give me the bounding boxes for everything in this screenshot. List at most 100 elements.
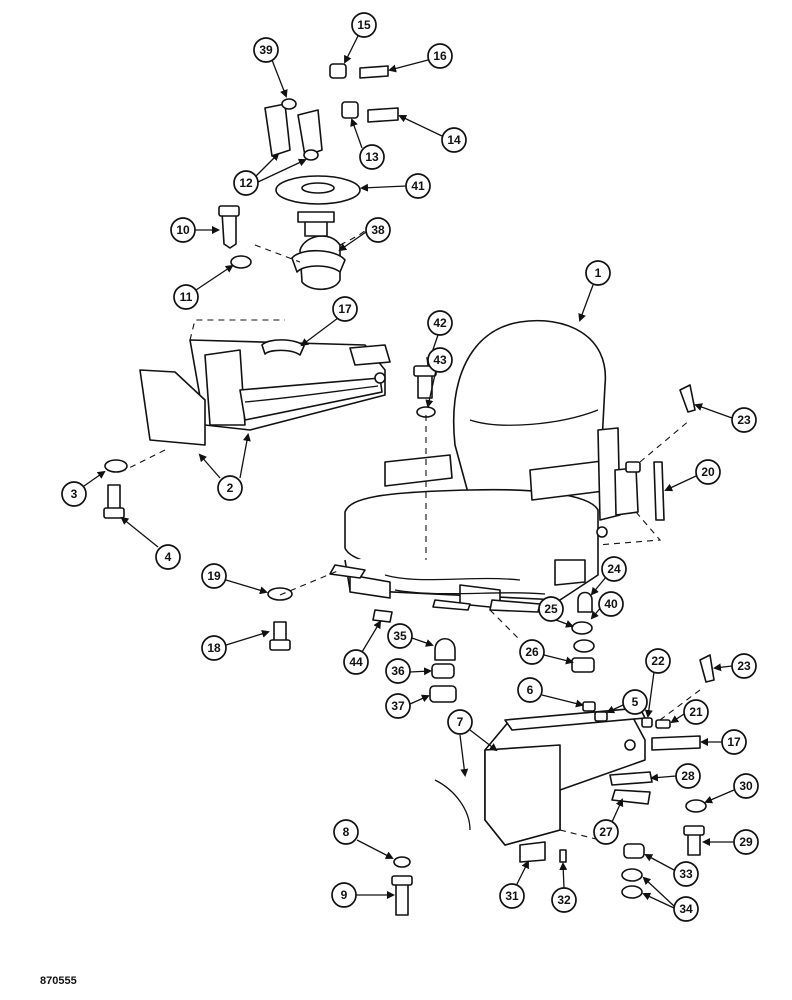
callout-9-label: 9 xyxy=(341,888,348,902)
callout-1-label: 1 xyxy=(595,266,602,280)
right-console-bracket xyxy=(434,707,646,846)
callout-25: 25 xyxy=(538,596,574,628)
callout-37-label: 37 xyxy=(391,699,405,713)
callout-19-label: 19 xyxy=(207,569,221,583)
callout-17-upper: 17 xyxy=(300,296,358,347)
callout-24: 24 xyxy=(590,556,627,596)
callout-8-label: 8 xyxy=(343,825,350,839)
callout-43-label: 43 xyxy=(433,353,447,367)
lower-fasteners xyxy=(391,654,715,916)
callout-22: 22 xyxy=(644,648,671,718)
callout-25-label: 25 xyxy=(544,602,558,616)
callout-36: 36 xyxy=(385,658,432,684)
callout-31: 31 xyxy=(499,860,529,909)
callout-38: 38 xyxy=(338,217,391,252)
callout-20: 20 xyxy=(664,459,721,492)
callout-42: 42 xyxy=(426,310,453,366)
callout-42-label: 42 xyxy=(433,316,447,330)
callout-39: 39 xyxy=(253,37,288,98)
control-levers xyxy=(264,98,323,161)
callout-7: 7 xyxy=(447,709,498,777)
callout-30: 30 xyxy=(704,773,759,804)
callout-44-label: 44 xyxy=(349,655,363,669)
callout-35: 35 xyxy=(387,623,434,649)
callout-11: 11 xyxy=(173,264,234,310)
callout-36-label: 36 xyxy=(391,664,405,678)
callout-22-label: 22 xyxy=(651,654,665,668)
callout-12-label: 12 xyxy=(239,176,253,190)
callout-18: 18 xyxy=(201,629,270,661)
left-console-bracket xyxy=(139,339,391,446)
callout-33-label: 33 xyxy=(679,867,693,881)
callout-26-label: 26 xyxy=(525,645,539,659)
callout-30-label: 30 xyxy=(739,779,753,793)
callout-27: 27 xyxy=(593,798,624,845)
callout-13: 13 xyxy=(350,118,385,170)
callout-10: 10 xyxy=(170,217,220,243)
callout-2: 2 xyxy=(198,433,251,501)
callout-4: 4 xyxy=(120,516,181,570)
callout-37: 37 xyxy=(385,693,430,719)
callout-32-label: 32 xyxy=(557,893,571,907)
joystick-flange xyxy=(275,175,361,205)
callout-34-label: 34 xyxy=(679,902,693,916)
callout-29-label: 29 xyxy=(739,835,753,849)
callout-19: 19 xyxy=(201,563,268,595)
callout-9: 9 xyxy=(331,882,395,908)
right-pins xyxy=(625,384,696,521)
callout-17-lower-label: 17 xyxy=(727,735,741,749)
callout-38-label: 38 xyxy=(371,223,385,237)
callout-3: 3 xyxy=(61,470,106,507)
callout-20-label: 20 xyxy=(701,465,715,479)
callout-23-lower-label: 23 xyxy=(737,659,751,673)
callout-21-label: 21 xyxy=(689,705,703,719)
top-fasteners xyxy=(329,63,399,123)
callout-39-label: 39 xyxy=(259,43,273,57)
callout-41-label: 41 xyxy=(411,179,425,193)
callout-10-label: 10 xyxy=(176,223,190,237)
callout-6: 6 xyxy=(517,677,584,708)
callout-14: 14 xyxy=(398,114,467,153)
callout-1: 1 xyxy=(578,260,611,322)
callout-18-label: 18 xyxy=(207,641,221,655)
drawing-number: 870555 xyxy=(40,975,77,987)
callout-28: 28 xyxy=(650,763,701,789)
callout-44: 44 xyxy=(343,620,382,675)
callout-6-label: 6 xyxy=(527,683,534,697)
callout-34: 34 xyxy=(642,876,699,922)
callout-21: 21 xyxy=(670,699,709,725)
callout-11-label: 11 xyxy=(180,290,193,304)
callout-2-label: 2 xyxy=(227,481,234,495)
callout-16: 16 xyxy=(388,43,453,73)
callout-33: 33 xyxy=(644,854,699,887)
callout-40: 40 xyxy=(590,591,624,620)
callout-23-upper: 23 xyxy=(694,403,757,433)
callout-35-label: 35 xyxy=(393,629,407,643)
joystick-housing xyxy=(291,211,346,291)
callout-4-label: 4 xyxy=(165,550,172,564)
callout-43: 43 xyxy=(425,347,453,408)
callout-28-label: 28 xyxy=(681,769,695,783)
callout-7-label: 7 xyxy=(457,715,464,729)
callout-8: 8 xyxy=(333,819,394,859)
callout-40-label: 40 xyxy=(604,597,618,611)
callout-13-label: 13 xyxy=(365,150,379,164)
callout-41: 41 xyxy=(360,173,431,199)
callout-24-label: 24 xyxy=(607,562,621,576)
mounting-feet xyxy=(372,591,595,703)
callout-3-label: 3 xyxy=(71,487,78,501)
callout-29: 29 xyxy=(702,829,759,855)
callout-23-lower: 23 xyxy=(713,653,757,679)
callout-5: 5 xyxy=(606,689,648,715)
callout-26: 26 xyxy=(519,639,574,665)
callout-5-label: 5 xyxy=(632,695,639,709)
callout-27-label: 27 xyxy=(599,825,613,839)
callout-17-upper-label: 17 xyxy=(338,302,352,316)
left-fasteners xyxy=(103,205,437,651)
callout-15-label: 15 xyxy=(357,18,371,32)
callout-32: 32 xyxy=(551,862,577,913)
callout-17-lower: 17 xyxy=(700,729,747,755)
callout-16-label: 16 xyxy=(433,49,447,63)
seat-assembly xyxy=(329,319,639,613)
